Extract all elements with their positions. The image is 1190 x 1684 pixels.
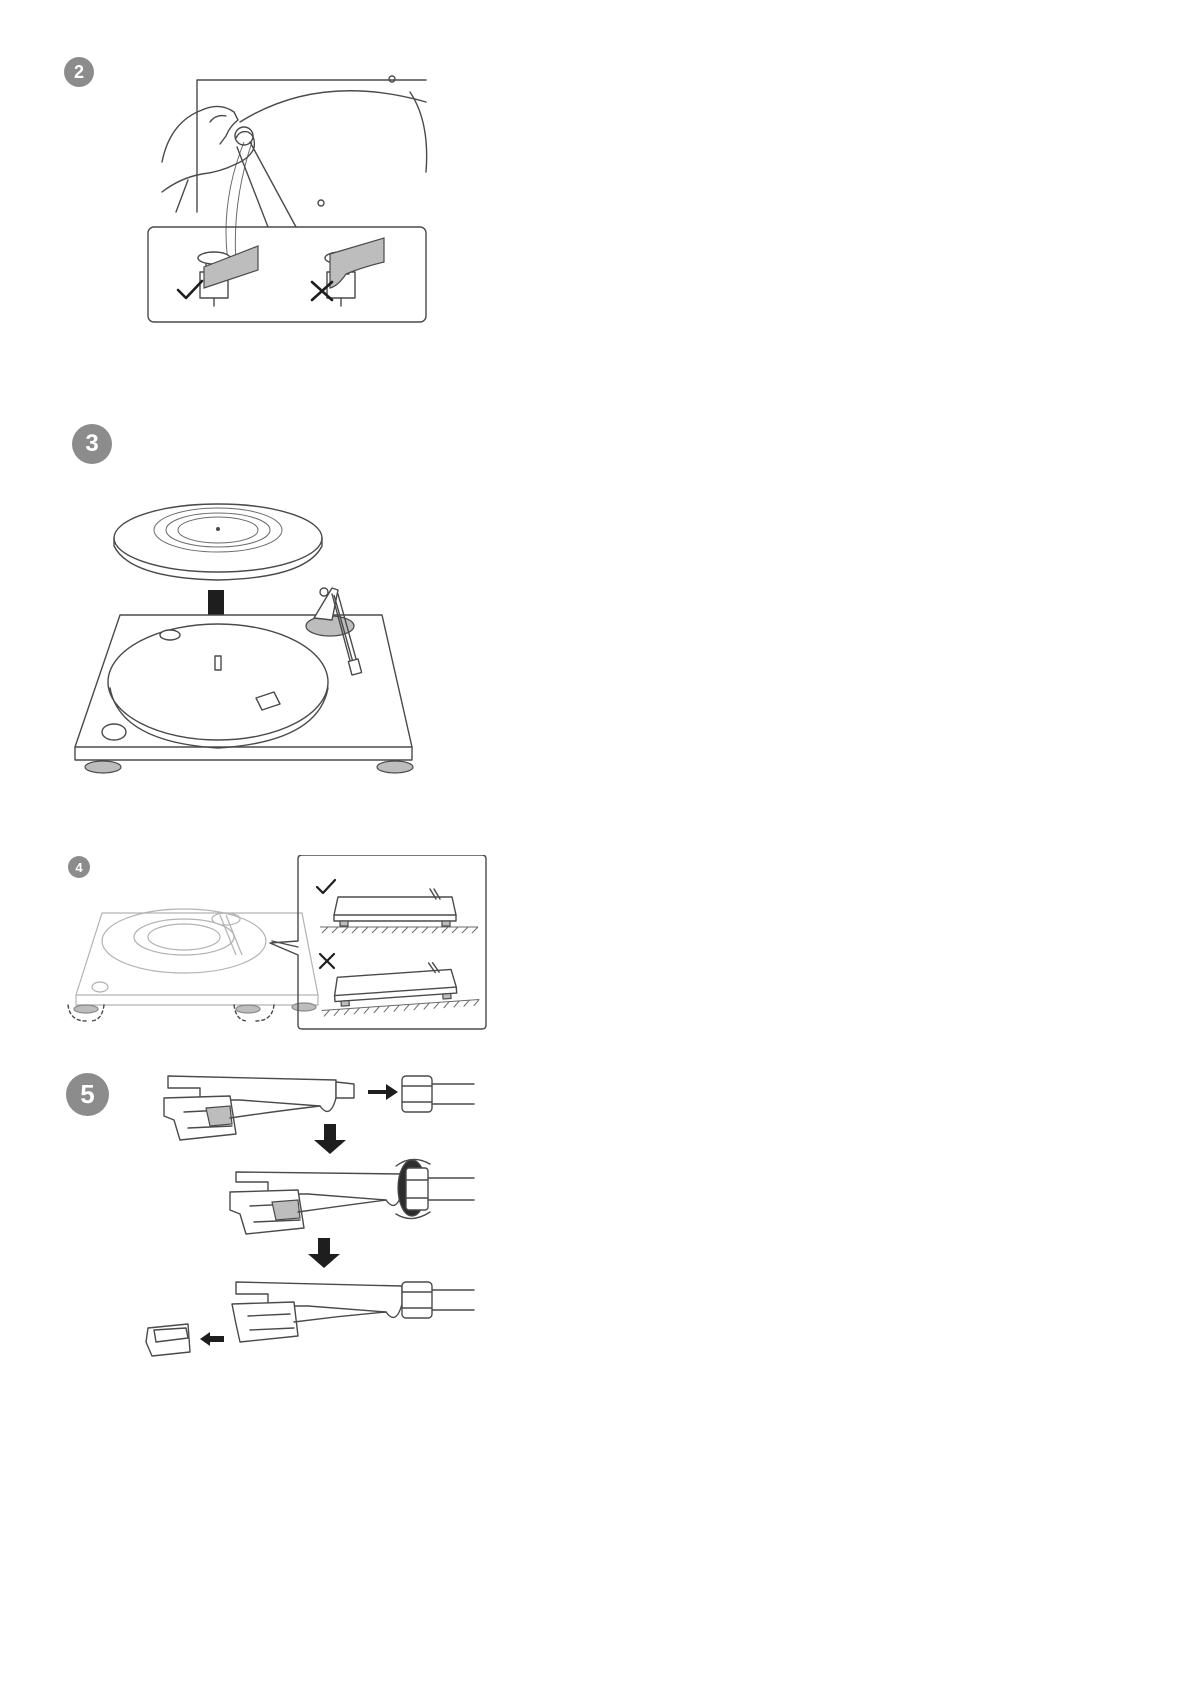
down-arrow-icon (308, 1238, 340, 1268)
left-arrow-icon (200, 1332, 224, 1346)
check-icon (175, 278, 205, 302)
step-4-leveling-illustration (60, 855, 490, 1035)
step-2-badge: 2 (64, 57, 94, 87)
platter (114, 504, 322, 580)
check-icon (315, 878, 337, 896)
belt-correct-example (198, 246, 258, 306)
step-5-headshell-illustration (140, 1068, 480, 1368)
headshell-stage-2 (230, 1159, 474, 1234)
step-2-belt-illustration (140, 62, 430, 347)
step-3-platter-illustration (70, 470, 440, 780)
down-arrow-icon (314, 1124, 346, 1154)
step-3-badge: 3 (72, 424, 112, 464)
level-incorrect-example (319, 960, 480, 1017)
headshell-stage-3 (146, 1282, 474, 1356)
step-5-badge: 5 (66, 1073, 109, 1116)
headshell-stage-1 (164, 1076, 474, 1140)
level-correct-example (320, 889, 478, 933)
turntable-faint (74, 909, 318, 1013)
right-arrow-icon (368, 1084, 398, 1100)
cross-icon (309, 279, 335, 303)
cross-icon (318, 952, 336, 970)
